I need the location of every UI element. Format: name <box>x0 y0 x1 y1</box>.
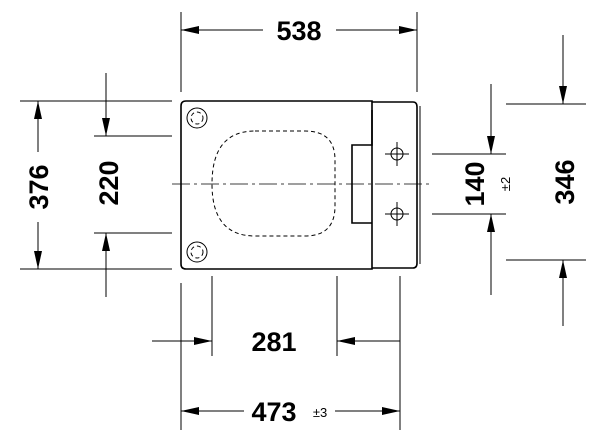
dim-label-281: 281 <box>251 327 296 357</box>
dimension-seat-hole-spacing: 140 ±2 <box>432 84 513 295</box>
fixing-hole-icon <box>186 241 208 263</box>
dimension-fixing-spacing: 220 <box>94 73 172 297</box>
dimension-overall-width: 538 <box>180 12 418 92</box>
dim-label-473: 473 <box>251 397 296 427</box>
dim-label-140: 140 <box>460 161 490 206</box>
dim-label-538: 538 <box>276 16 321 46</box>
dim-label-220: 220 <box>94 160 124 205</box>
toilet-outline <box>180 100 373 270</box>
bowl-opening <box>211 130 336 237</box>
cistern-outline <box>372 101 418 269</box>
seat-hinge-hole-icon <box>385 202 409 226</box>
dim-tolerance-140: ±2 <box>498 177 513 191</box>
dimension-overall-depth: 376 <box>20 100 172 270</box>
fixing-hole-icon <box>186 107 208 129</box>
dimension-seat-depth: 346 <box>506 35 586 326</box>
dimension-inner-width: 281 <box>152 276 400 357</box>
seat-notch <box>351 110 373 224</box>
dim-label-376: 376 <box>24 164 54 209</box>
toilet-top-view <box>172 100 432 270</box>
dim-tolerance-473: ±3 <box>313 405 327 420</box>
seat-hinge-hole-icon <box>385 142 409 166</box>
dimension-projection: 473 ±3 <box>180 276 401 430</box>
dim-label-346: 346 <box>550 159 580 204</box>
